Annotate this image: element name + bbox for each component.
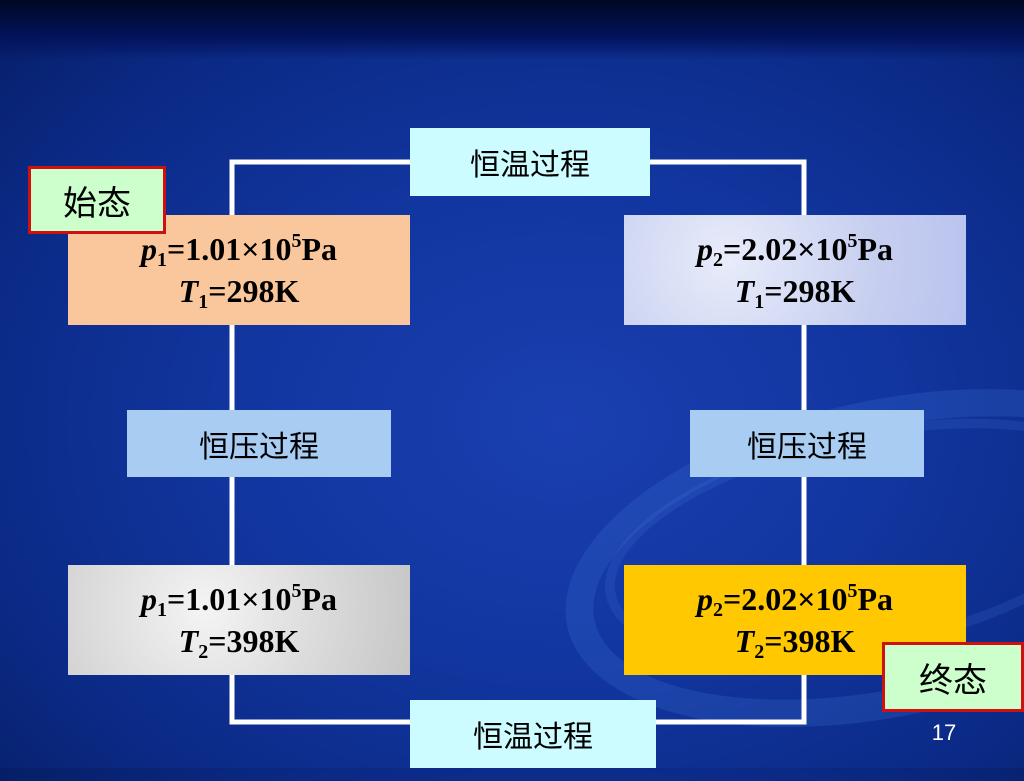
temperature-value: =298K <box>208 273 300 309</box>
pressure-subscript: 1 <box>156 249 167 271</box>
pressure-symbol: p <box>696 581 713 617</box>
connector-top-right <box>650 159 807 215</box>
pressure-unit: Pa <box>857 581 893 617</box>
temperature-subscript: 1 <box>198 291 209 313</box>
pressure-line: p1=1.01×105Pa <box>141 578 337 620</box>
connector-top-left <box>229 159 410 215</box>
pressure-exponent: 5 <box>291 580 302 602</box>
pressure-value: =1.01×10 <box>166 581 292 617</box>
pressure-line: p2=2.02×105Pa <box>697 228 893 270</box>
pressure-unit: Pa <box>301 581 337 617</box>
title-band <box>0 0 1024 60</box>
temperature-symbol: T <box>178 623 199 659</box>
final-state-tag: 终态 <box>882 642 1024 712</box>
temperature-subscript: 2 <box>754 641 765 663</box>
isothermal-process-top: 恒温过程 <box>410 128 650 196</box>
temperature-symbol: T <box>734 623 755 659</box>
pressure-value: =1.01×10 <box>166 231 292 267</box>
pressure-subscript: 2 <box>712 249 723 271</box>
pressure-unit: Pa <box>301 231 337 267</box>
pressure-value: =2.02×10 <box>722 231 848 267</box>
temperature-value: =398K <box>208 623 300 659</box>
pressure-exponent: 5 <box>847 230 858 252</box>
pressure-line: p1=1.01×105Pa <box>141 228 337 270</box>
temperature-symbol: T <box>178 273 199 309</box>
pressure-exponent: 5 <box>847 580 858 602</box>
temperature-line: T1=298K <box>179 270 300 312</box>
pressure-exponent: 5 <box>291 230 302 252</box>
pressure-symbol: p <box>696 231 713 267</box>
temperature-subscript: 2 <box>198 641 209 663</box>
isothermal-process-bottom: 恒温过程 <box>410 700 656 768</box>
pressure-line: p2=2.02×105Pa <box>697 578 893 620</box>
state-after-isothermal: p2=2.02×105Pa T1=298K <box>624 215 966 325</box>
isobaric-process-right: 恒压过程 <box>690 410 924 477</box>
pressure-symbol: p <box>140 581 157 617</box>
isobaric-process-left: 恒压过程 <box>127 410 391 477</box>
pressure-unit: Pa <box>857 231 893 267</box>
temperature-symbol: T <box>734 273 755 309</box>
temperature-line: T2=398K <box>179 620 300 662</box>
connector-bottom-left <box>229 675 410 725</box>
temperature-value: =398K <box>764 623 856 659</box>
pressure-subscript: 2 <box>712 599 723 621</box>
temperature-line: T2=398K <box>735 620 856 662</box>
initial-state-tag: 始态 <box>28 166 166 234</box>
pressure-value: =2.02×10 <box>722 581 848 617</box>
temperature-line: T1=298K <box>735 270 856 312</box>
temperature-subscript: 1 <box>754 291 765 313</box>
page-number: 17 <box>931 720 957 745</box>
temperature-value: =298K <box>764 273 856 309</box>
pressure-symbol: p <box>140 231 157 267</box>
state-after-isobaric: p1=1.01×105Pa T2=398K <box>68 565 410 675</box>
pressure-subscript: 1 <box>156 599 167 621</box>
connector-bottom-right <box>656 675 807 725</box>
